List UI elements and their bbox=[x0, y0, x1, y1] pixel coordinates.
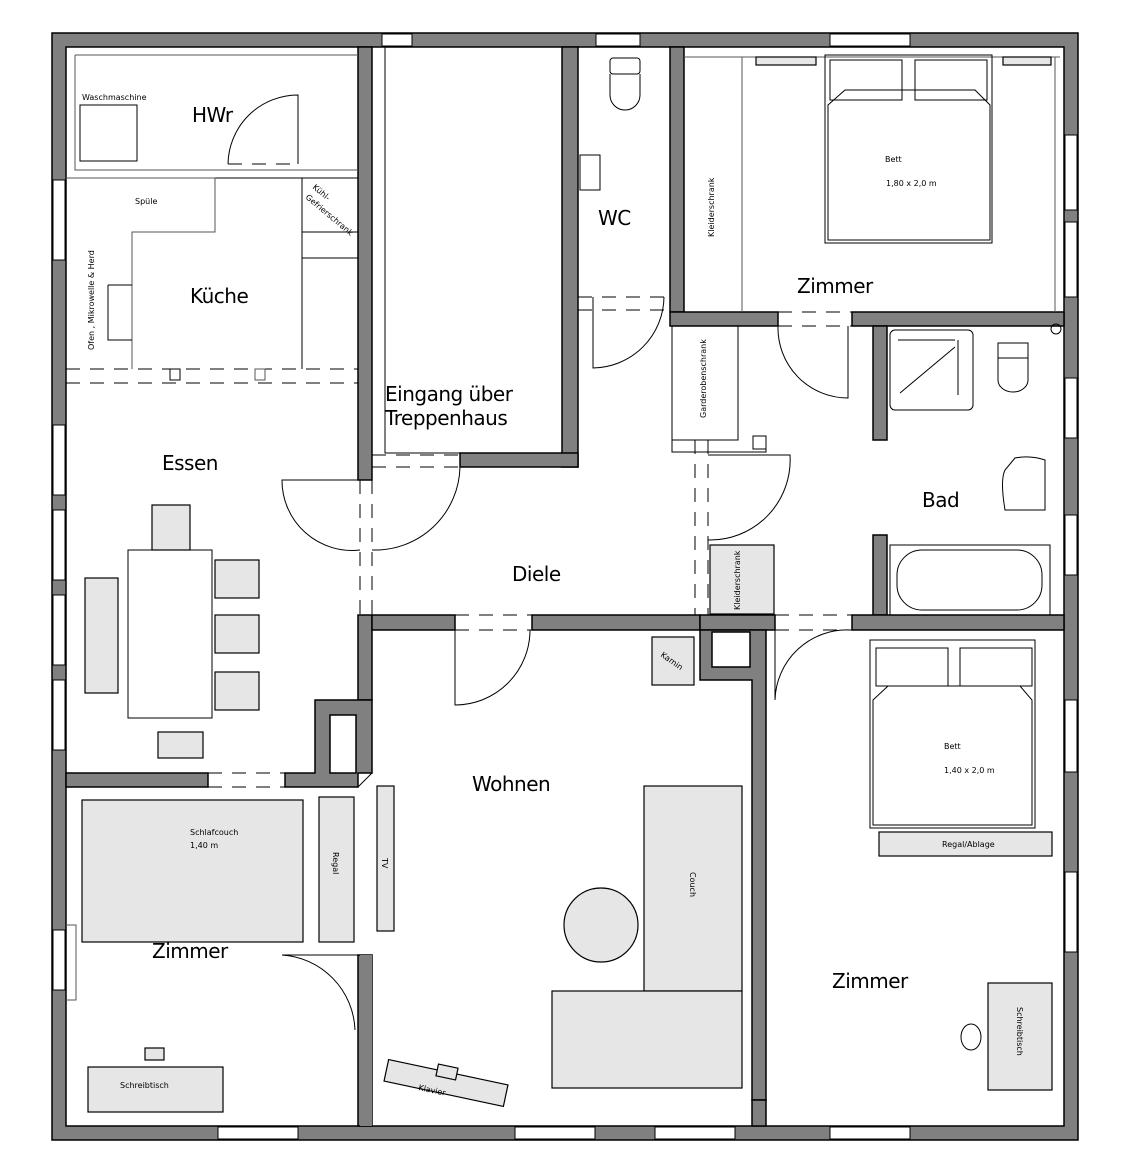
washing-machine bbox=[79, 104, 138, 162]
living-area bbox=[376, 636, 743, 1108]
label-kuehl-2: Gefrierschrank bbox=[304, 193, 355, 238]
room-label-diele: Diele bbox=[512, 562, 561, 586]
hall-area bbox=[671, 326, 775, 615]
room-label-hwr: HWr bbox=[192, 103, 234, 127]
label-regal: Regal bbox=[331, 852, 340, 874]
bedroom-left bbox=[66, 796, 355, 1113]
doors bbox=[66, 94, 852, 1126]
wc-fixtures bbox=[579, 57, 641, 191]
bedroom-right bbox=[869, 639, 1053, 1091]
label-tv: TV bbox=[380, 857, 389, 869]
label-garderobenschrank: Garderobenschrank bbox=[699, 339, 708, 418]
room-label-eingang-2: Treppenhaus bbox=[384, 406, 507, 430]
label-waschmaschine: Waschmaschine bbox=[82, 93, 147, 102]
label-schlafcouch: Schlafcouch bbox=[190, 828, 238, 837]
label-schlafcouch-size: 1,40 m bbox=[190, 841, 218, 850]
room-label-zimmer-right: Zimmer bbox=[832, 969, 909, 993]
interior-walls bbox=[65, 46, 1065, 1127]
label-bett-right: Bett bbox=[944, 742, 961, 751]
label-spuele: Spüle bbox=[135, 197, 157, 206]
outer-walls bbox=[51, 32, 1079, 1141]
stairwell bbox=[384, 46, 563, 454]
label-bett-top: Bett bbox=[885, 155, 902, 164]
bathroom-fixtures bbox=[889, 323, 1062, 616]
dining-area bbox=[84, 504, 260, 759]
label-schreibtisch-right: Schreibtisch bbox=[1015, 1007, 1024, 1056]
room-label-wohnen: Wohnen bbox=[472, 772, 550, 796]
label-regal-ablage: Regal/Ablage bbox=[942, 840, 995, 849]
room-labels: HWr Küche Essen Eingang über Treppenhaus… bbox=[152, 103, 960, 993]
room-label-kueche: Küche bbox=[190, 284, 248, 308]
room-label-zimmer-top: Zimmer bbox=[797, 274, 874, 298]
label-schreibtisch-left: Schreibtisch bbox=[120, 1081, 169, 1090]
label-bett-top-size: 1,80 x 2,0 m bbox=[886, 179, 937, 188]
room-label-wc: WC bbox=[598, 206, 631, 230]
label-ofen: Ofen , Mikrowelle & Herd bbox=[87, 250, 96, 350]
label-couch: Couch bbox=[688, 872, 697, 897]
bedroom-top bbox=[684, 54, 1060, 312]
room-label-bad: Bad bbox=[922, 488, 959, 512]
room-label-eingang-1: Eingang über bbox=[385, 382, 514, 406]
label-kleiderschrank-top: Kleiderschrank bbox=[707, 177, 716, 237]
room-label-zimmer-left: Zimmer bbox=[152, 939, 229, 963]
kitchen-area bbox=[66, 54, 358, 381]
windows bbox=[52, 33, 1078, 1140]
room-label-essen: Essen bbox=[162, 451, 218, 475]
label-bett-right-size: 1,40 x 2,0 m bbox=[944, 766, 995, 775]
label-kleiderschrank-diele: Kleiderschrank bbox=[733, 550, 742, 610]
